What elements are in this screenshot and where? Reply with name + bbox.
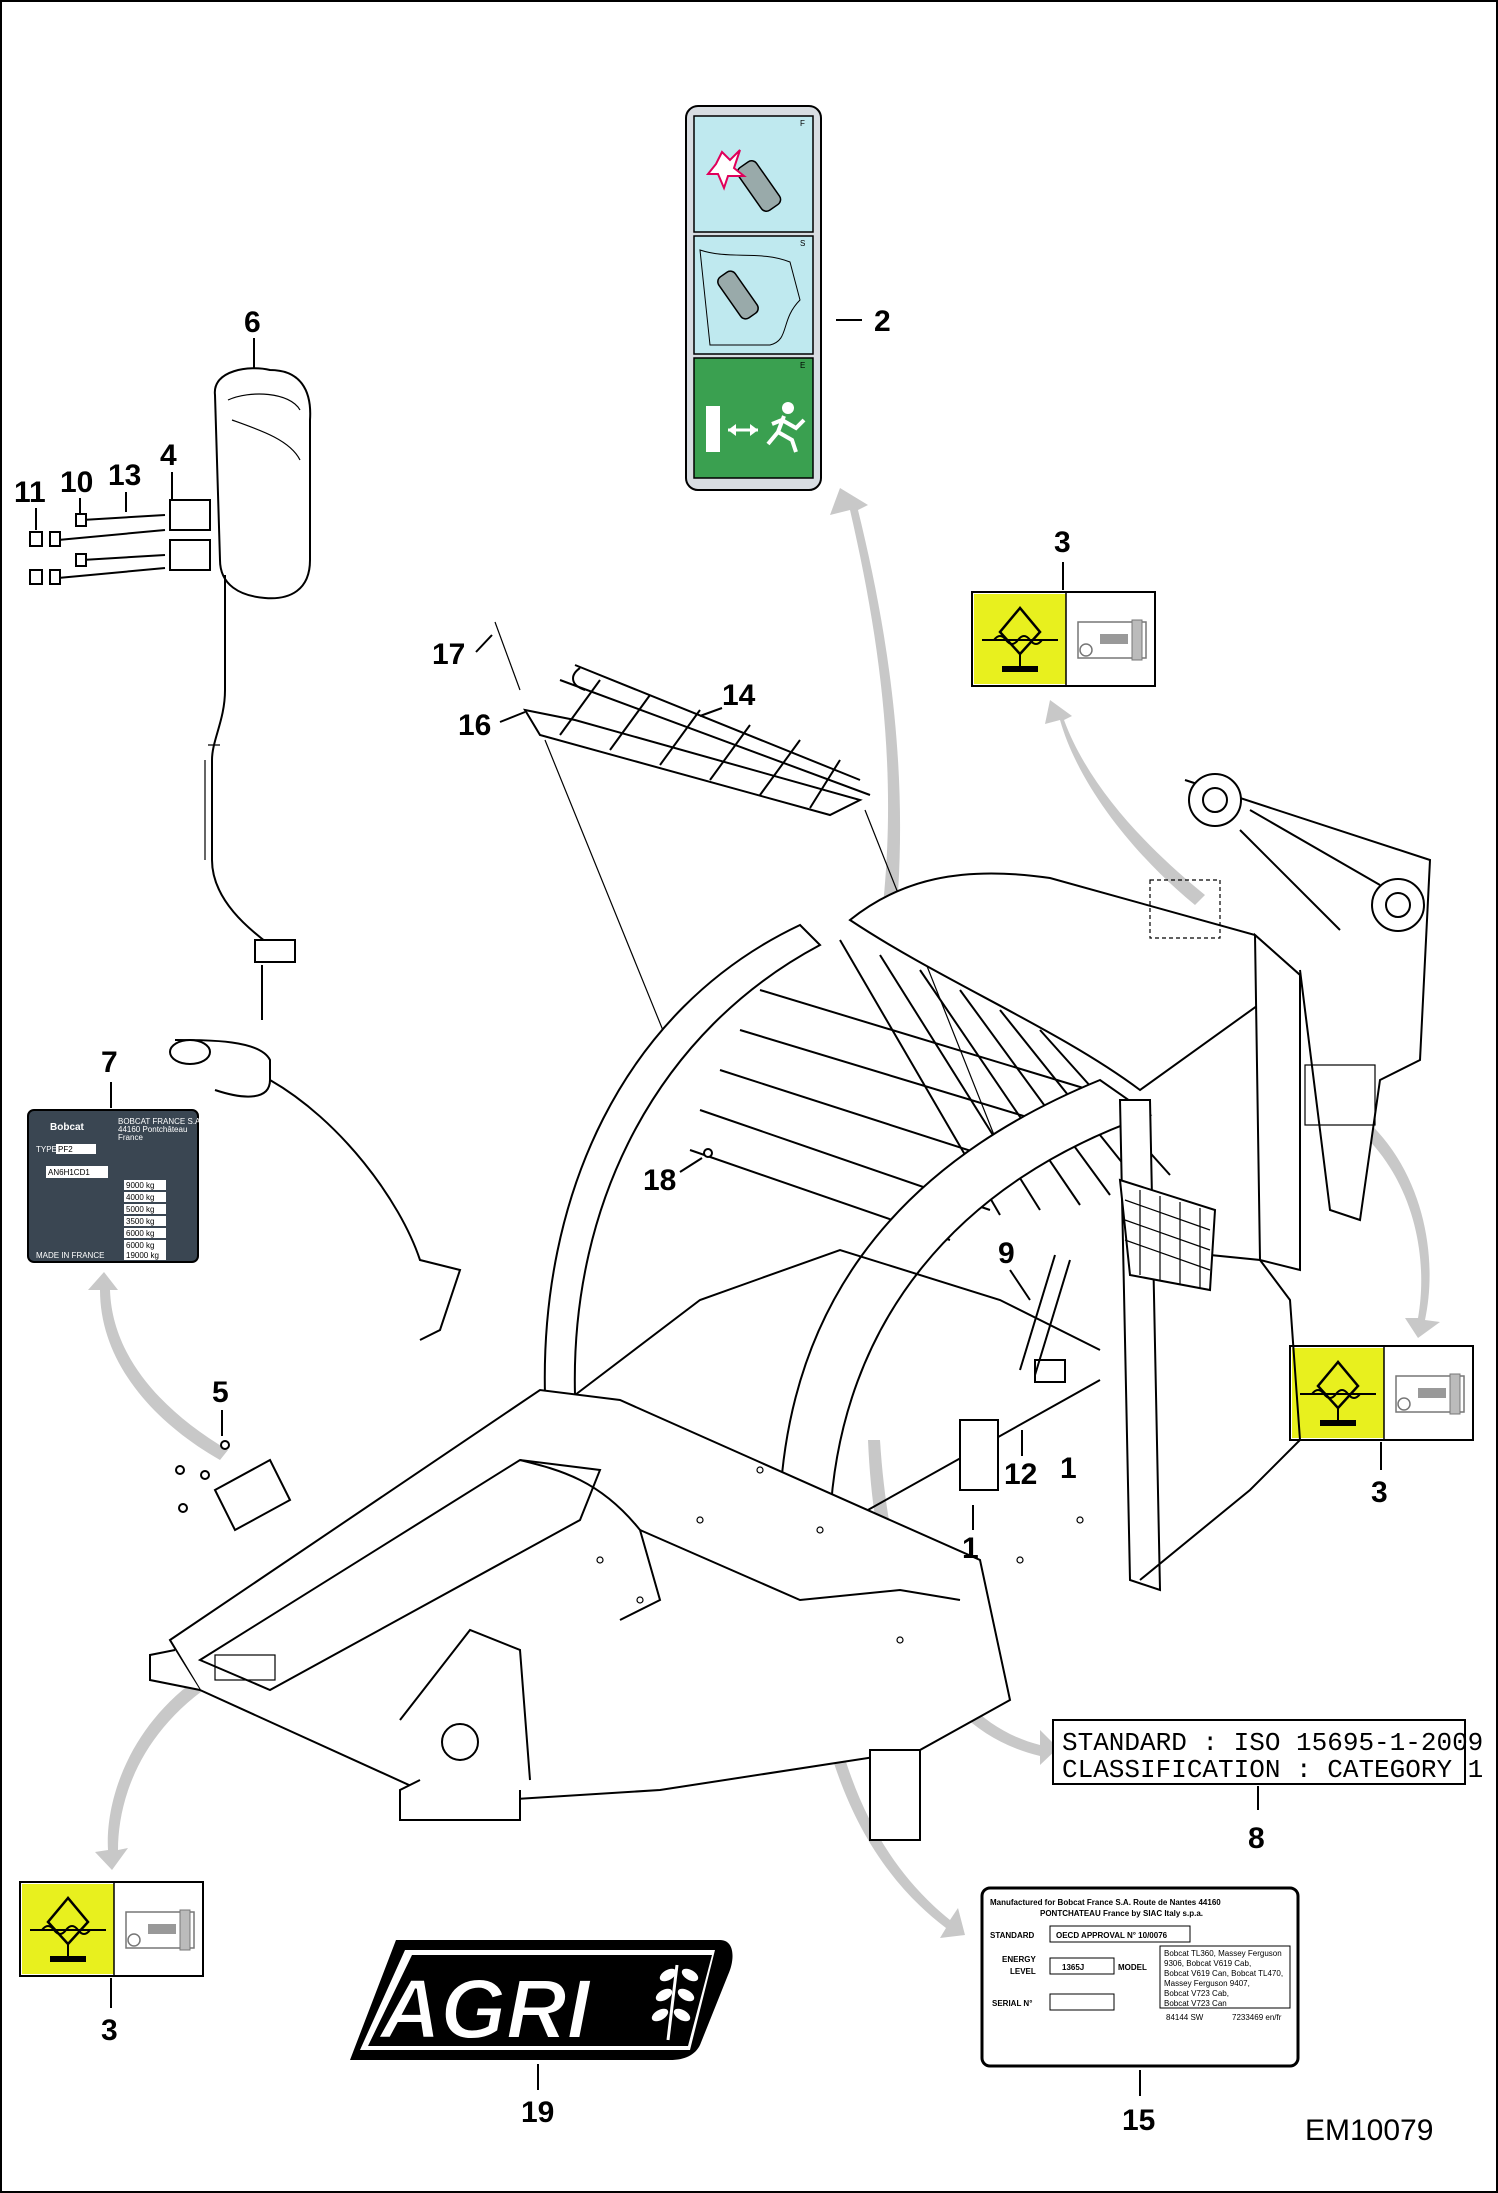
exit-decal: F S E: [685, 105, 822, 491]
plate-type-value: PF2: [58, 1145, 73, 1154]
plate-row: 9000 kg: [126, 1181, 154, 1190]
oecd-footer-right: 7233469 en/fr: [1232, 2013, 1282, 2022]
callout-10: 10: [60, 466, 93, 499]
plate-brand: Bobcat: [50, 1122, 85, 1133]
callout-17: 17: [432, 638, 465, 671]
oecd-label: Manufactured for Bobcat France S.A. Rout…: [980, 1886, 1300, 2068]
plate-row: 4000 kg: [126, 1193, 154, 1202]
callout-18: 18: [643, 1164, 676, 1197]
callout-3-left: 3: [101, 2014, 118, 2047]
arrow-to-decal-3-left: [95, 1670, 218, 1870]
logo-text: AGRI: [378, 1962, 592, 2056]
callout-1-right: 1: [1060, 1452, 1077, 1485]
plate-header-line-3: France: [118, 1133, 143, 1142]
callout-6: 6: [244, 306, 261, 339]
arrow-to-plate-7: [88, 1272, 228, 1460]
oecd-model-line: Bobcat V723 Cab,: [1164, 1989, 1229, 1998]
callout-4: 4: [160, 439, 177, 472]
plate-model-value: AN6H1CD1: [48, 1168, 90, 1177]
oecd-energy-key-1: ENERGY: [1002, 1955, 1036, 1964]
cab-frame: [543, 773, 1432, 1592]
jack-decal-top: [970, 590, 1157, 688]
plate-rows: 9000 kg 4000 kg 5000 kg 3500 kg 6000 kg …: [124, 1180, 166, 1260]
svg-text:S: S: [800, 239, 805, 248]
callout-13: 13: [108, 459, 141, 492]
callout-3-top: 3: [1054, 526, 1071, 559]
plate-row: 3500 kg: [126, 1217, 154, 1226]
headrest-support-tube: [169, 689, 462, 1341]
svg-text:F: F: [800, 119, 805, 128]
oecd-footer-left: 84144 SW: [1166, 2013, 1204, 2022]
callout-7: 7: [101, 1046, 118, 1079]
oecd-model-line: Bobcat TL360, Massey Ferguson: [1164, 1949, 1282, 1958]
svg-text:E: E: [800, 361, 805, 370]
oecd-energy-key-2: LEVEL: [1010, 1967, 1036, 1976]
plate-header-line-1: BOBCAT FRANCE S.A. BP 11: [118, 1117, 226, 1126]
plate-row: 19000 kg: [126, 1251, 159, 1260]
arrow-to-decal-3-top: [1045, 700, 1205, 905]
standard-line-2: CLASSIFICATION : CATEGORY 1: [1062, 1755, 1483, 1785]
mounting-bracket-set: [29, 499, 211, 585]
oecd-energy-value: 1365J: [1062, 1963, 1084, 1972]
arrow-to-decal-3-right: [1335, 1100, 1440, 1338]
callout-11: 11: [14, 476, 46, 509]
plate-header-line-2: 44160 Pontchâteau: [118, 1125, 187, 1134]
plate-footer: MADE IN FRANCE: [36, 1251, 104, 1260]
oecd-model-line: Massey Ferguson 9407,: [1164, 1979, 1250, 1988]
oecd-header-1: Manufactured for Bobcat France S.A. Rout…: [990, 1898, 1221, 1907]
callout-15: 15: [1122, 2104, 1155, 2137]
oecd-serial-key: SERIAL N°: [992, 1999, 1032, 2008]
chassis-holes: [596, 1466, 1084, 1644]
oecd-header-2: PONTCHATEAU France by SIAC Italy s.p.a.: [1040, 1909, 1203, 1918]
callout-3-right: 3: [1371, 1476, 1388, 1509]
callout-5: 5: [212, 1376, 229, 1409]
oecd-model-line: Bobcat V723 Can: [1164, 1999, 1227, 2008]
arrow-to-decal-2: [830, 488, 901, 930]
plate-row: 6000 kg: [126, 1241, 154, 1250]
callout-16: 16: [458, 709, 491, 742]
callout-8: 8: [1248, 1822, 1265, 1855]
plate-row: 6000 kg: [126, 1229, 154, 1238]
exit-running-man-icon: [706, 402, 806, 453]
agri-logo: AGRI: [350, 1940, 733, 2060]
jack-decal-right: [1288, 1344, 1475, 1442]
wheat-icon: [651, 1964, 699, 2041]
headrest: [213, 367, 312, 690]
hammer-glass-icon: [699, 249, 801, 346]
callout-9: 9: [998, 1237, 1015, 1270]
arrow-to-label-15: [807, 1330, 965, 1938]
standard-label: STANDARD : ISO 15695-1-2009 CLASSIFICATI…: [1052, 1719, 1483, 1785]
callout-19: 19: [521, 2096, 554, 2129]
callout-12: 12: [1004, 1458, 1037, 1491]
plate-row: 5000 kg: [126, 1205, 154, 1214]
hammer-icon: [705, 149, 782, 213]
id-plate: Bobcat BOBCAT FRANCE S.A. BP 11 44160 Po…: [27, 1109, 226, 1263]
oecd-model-key: MODEL: [1118, 1963, 1147, 1972]
roof-guard: [522, 664, 871, 817]
drawing-code: EM10079: [1305, 2114, 1433, 2147]
callout-1-left: 1: [962, 1532, 979, 1565]
standard-line-1: STANDARD : ISO 15695-1-2009: [1062, 1728, 1483, 1758]
oecd-standard-value: OECD APPROVAL N° 10/0076: [1056, 1931, 1168, 1940]
chassis: [149, 1388, 1084, 1841]
jack-decal-left: [18, 1880, 205, 1978]
hammer-shatter-panel: [693, 235, 814, 355]
callout-2: 2: [874, 305, 891, 338]
oecd-standard-key: STANDARD: [990, 1931, 1035, 1940]
oecd-model-line: Bobcat V619 Can, Bobcat TL470,: [1164, 1969, 1283, 1978]
callout-14: 14: [722, 679, 756, 712]
oecd-model-line: 9306, Bobcat V619 Cab,: [1164, 1959, 1251, 1968]
